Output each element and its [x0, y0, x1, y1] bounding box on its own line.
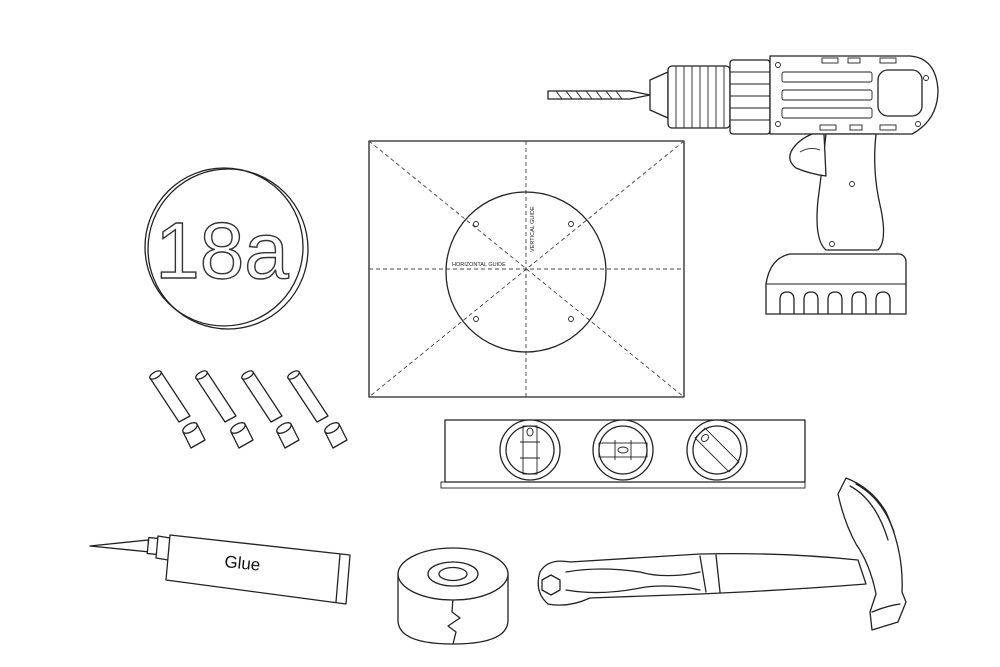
spirit-level	[440, 419, 806, 489]
wall-plug	[195, 370, 254, 449]
drilling-template: HORIZONTAL GUIDE VERTICAL GUIDE	[368, 140, 685, 398]
drill-body	[769, 55, 939, 135]
horizontal-guide-label: HORIZONTAL GUIDE	[452, 262, 506, 268]
tape-roll	[397, 547, 509, 645]
wall-plug	[241, 370, 300, 449]
screw-hole-mark	[568, 316, 574, 322]
drill-bit	[547, 71, 669, 119]
claw-hammer	[537, 477, 907, 631]
plaque-number: 18a	[155, 206, 289, 295]
level-vial-vertical	[499, 419, 561, 481]
wall-plug	[149, 370, 206, 449]
drill-battery	[765, 253, 907, 315]
drill-chuck	[667, 59, 771, 135]
wall-plug	[287, 370, 348, 449]
screw-hole-mark	[568, 221, 574, 227]
glue-label: Glue	[224, 552, 262, 575]
glue-tube: Glue	[89, 534, 351, 605]
wall-plugs	[149, 370, 348, 449]
vertical-guide-label: VERTICAL GUIDE	[530, 206, 536, 252]
template-circle	[445, 191, 607, 353]
level-vial-diagonal	[686, 419, 748, 481]
screw-hole-mark	[473, 221, 479, 227]
screw-hole-mark	[473, 316, 479, 322]
drill-handle	[789, 133, 885, 251]
house-number-plaque: 18a	[144, 167, 309, 330]
level-vial-horizontal	[592, 419, 654, 481]
power-drill	[547, 55, 939, 315]
